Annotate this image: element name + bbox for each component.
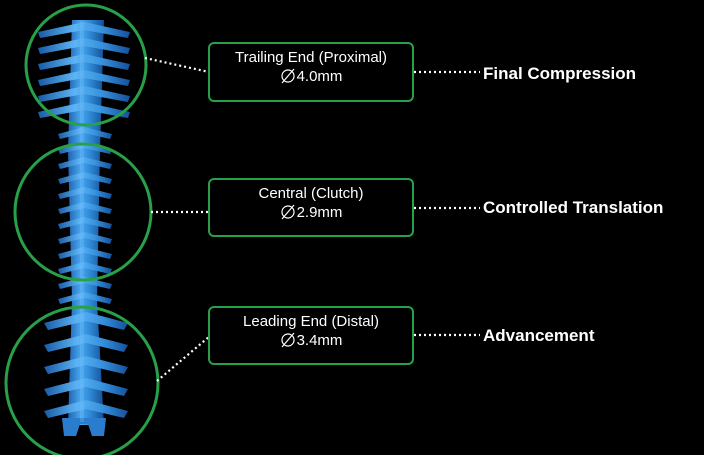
diameter-icon xyxy=(280,68,295,84)
diameter-icon xyxy=(280,204,295,220)
central-diameter: 2.9mm xyxy=(296,204,343,221)
proximal-leader-line xyxy=(144,56,210,74)
proximal-outcome-label: Final Compression xyxy=(483,64,637,83)
central-section-name: Central (Clutch) xyxy=(258,185,364,202)
diameter-icon xyxy=(280,332,295,348)
central-label-box: Central (Clutch) 2.9mm xyxy=(208,178,414,237)
distal-outcome-label: Advancement xyxy=(483,326,595,345)
distal-section-circle xyxy=(4,305,160,455)
distal-label-box: Leading End (Distal) 3.4mm xyxy=(208,306,414,365)
distal-section-name: Leading End (Distal) xyxy=(243,313,379,330)
proximal-section-name: Trailing End (Proximal) xyxy=(235,49,387,66)
bone-screw xyxy=(38,20,130,436)
distal-leader-line xyxy=(156,335,211,382)
proximal-label-box: Trailing End (Proximal) 4.0mm xyxy=(208,42,414,102)
central-outcome-label: Controlled Translation xyxy=(483,198,664,217)
distal-diameter: 3.4mm xyxy=(296,332,343,349)
proximal-section-circle xyxy=(24,3,148,127)
proximal-diameter: 4.0mm xyxy=(296,68,343,85)
